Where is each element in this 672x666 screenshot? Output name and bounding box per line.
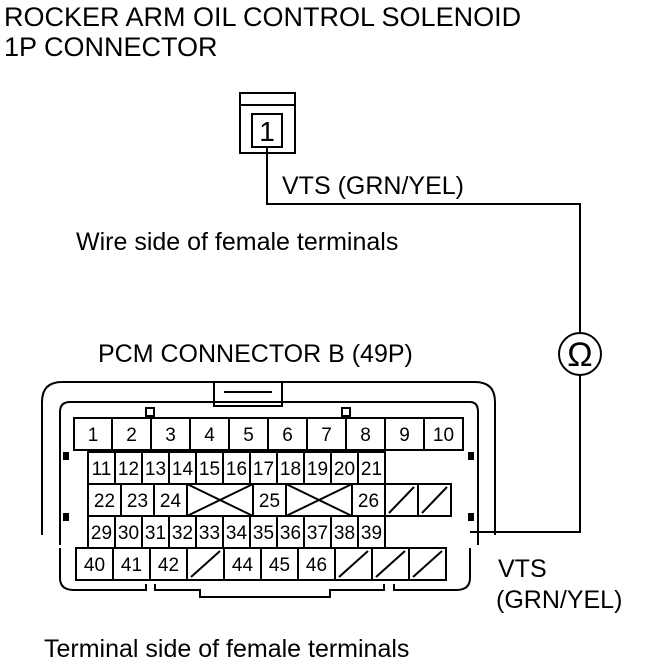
pcm-terminal-39: 39: [361, 523, 382, 544]
pcm-terminal-46: 46: [306, 555, 327, 576]
pcm-terminal-33: 33: [199, 523, 220, 544]
pcm-terminal-8: 8: [360, 425, 371, 446]
vts-wire-top-label: VTS (GRN/YEL): [282, 172, 464, 200]
pcm-cavity: [345, 417, 386, 451]
pcm-cavity: [357, 515, 386, 549]
pcm-terminal-23: 23: [127, 491, 148, 512]
pcm-cavity: [153, 483, 188, 517]
unused-cavity-slash: [412, 550, 443, 578]
ohm-icon: Ω: [567, 336, 592, 374]
pcm-cavity: [223, 547, 262, 581]
pcm-cavity: [87, 451, 116, 485]
pcm-cavity: [423, 417, 464, 451]
pcm-cavity: [112, 547, 151, 581]
unused-cavity-cross: [186, 483, 254, 517]
pcm-cavity: [222, 451, 251, 485]
pcm-terminal-41: 41: [121, 555, 142, 576]
pcm-terminal-7: 7: [321, 425, 332, 446]
unused-cavity-slash: [421, 486, 448, 514]
pcm-terminal-24: 24: [160, 491, 182, 512]
pcm-terminal-38: 38: [334, 523, 355, 544]
pcm-terminal-20: 20: [334, 459, 355, 480]
pcm-terminal-11: 11: [92, 459, 112, 480]
pcm-terminal-18: 18: [280, 459, 301, 480]
wire-side-note: Wire side of female terminals: [76, 228, 398, 256]
pcm-connector-body: [41, 381, 496, 598]
pcm-terminal-32: 32: [172, 523, 193, 544]
pcm-terminal-6: 6: [282, 425, 293, 446]
solenoid-title-line1: ROCKER ARM OIL CONTROL SOLENOID: [4, 2, 521, 32]
solenoid-1p-connector: 1: [239, 92, 296, 154]
pcm-terminal-42: 42: [158, 555, 179, 576]
pcm-terminal-9: 9: [399, 425, 410, 446]
vts-wire-top: [266, 147, 581, 334]
solenoid-title-line2: 1P CONNECTOR: [4, 32, 218, 62]
pcm-terminal-36: 36: [280, 523, 301, 544]
pcm-cavity: [249, 515, 278, 549]
unused-cavity-slash: [190, 550, 221, 578]
unused-cavity-cross: [285, 483, 353, 517]
pcm-cavity: [384, 417, 425, 451]
pcm-terminal-37: 37: [307, 523, 328, 544]
pcm-terminal-15: 15: [199, 459, 220, 480]
pcm-connector-keys: [63, 452, 474, 521]
solenoid-terminal-1: 1: [259, 116, 275, 147]
pcm-terminal-31: 31: [145, 523, 166, 544]
pcm-terminal-29: 29: [91, 523, 112, 544]
unused-cavity-slash: [388, 486, 415, 514]
pcm-cavity: [276, 515, 305, 549]
unused-cavity-slash: [338, 550, 369, 578]
pcm-terminal-4: 4: [204, 425, 215, 446]
pcm-cavity: [150, 417, 191, 451]
pcm-terminal-34: 34: [226, 523, 248, 544]
pcm-terminal-26: 26: [358, 491, 379, 512]
pcm-terminal-45: 45: [269, 555, 290, 576]
pcm-terminal-13: 13: [145, 459, 166, 480]
pcm-terminal-19: 19: [307, 459, 328, 480]
pcm-terminal-14: 14: [172, 459, 194, 480]
pcm-cavity: [149, 547, 188, 581]
pcm-terminal-5: 5: [243, 425, 254, 446]
ohmmeter-symbol: Ω: [558, 332, 602, 376]
pcm-cavity: [330, 451, 359, 485]
pcm-terminal-22: 22: [94, 491, 115, 512]
pcm-terminal-3: 3: [165, 425, 176, 446]
pcm-terminal-35: 35: [253, 523, 274, 544]
pcm-cavity: [114, 515, 143, 549]
pcm-terminal-10: 10: [433, 425, 454, 446]
pcm-terminal-17: 17: [253, 459, 274, 480]
pcm-cavity: [228, 417, 269, 451]
terminal-side-note: Terminal side of female terminals: [44, 635, 409, 663]
pcm-terminal-12: 12: [118, 459, 139, 480]
pcm-terminal-2: 2: [126, 425, 137, 446]
pcm-cavity: [330, 515, 359, 549]
pcm-terminal-1: 1: [88, 425, 99, 446]
pcm-connector-title: PCM CONNECTOR B (49P): [98, 340, 413, 368]
vts-wire-bottom: [470, 375, 581, 533]
vts-wire-bottom-label-line1: VTS: [498, 555, 547, 583]
pcm-cavity: [168, 451, 197, 485]
pcm-terminal-30: 30: [118, 523, 139, 544]
pcm-cavity: [267, 417, 308, 451]
pcm-terminal-16: 16: [226, 459, 247, 480]
pcm-terminal-25: 25: [259, 491, 280, 512]
pcm-cavity: [141, 515, 170, 549]
vts-wire-bottom-label-line2: (GRN/YEL): [496, 586, 622, 614]
pcm-cavity: [260, 547, 299, 581]
unused-cavity-slash: [375, 550, 406, 578]
pcm-terminal-21: 21: [361, 459, 382, 480]
pcm-cavity: [73, 417, 113, 451]
pcm-cavity: [111, 417, 152, 451]
pcm-terminal-44: 44: [232, 555, 254, 576]
pcm-terminal-40: 40: [84, 555, 105, 576]
